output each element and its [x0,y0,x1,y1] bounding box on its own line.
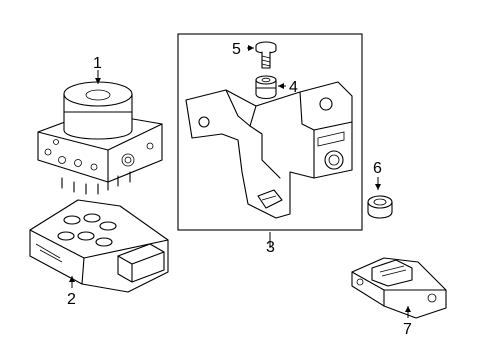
abs-modulator-part [37,81,163,195]
callout-1: 1 [93,55,102,72]
callout-7: 7 [403,321,412,338]
abs-control-module-part [29,199,169,293]
grommet-part [255,75,277,100]
sensor-part [351,257,447,319]
callout-5: 5 [232,41,241,58]
plug-part [367,195,393,219]
callout-3: 3 [266,239,275,256]
bolt-part [255,41,277,69]
mounting-bracket-part [185,81,353,219]
callout-6: 6 [373,160,382,177]
callout-2: 2 [67,291,76,308]
bracket-group-box [177,33,363,231]
callout-4: 4 [289,79,298,96]
